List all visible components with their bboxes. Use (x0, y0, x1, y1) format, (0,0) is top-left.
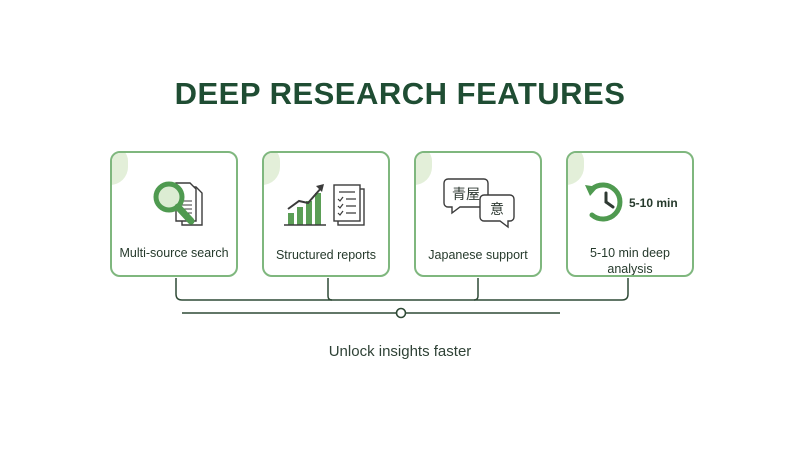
feature-label: Multi-source search (119, 246, 229, 260)
feature-label: 5-10 min deep analysis (590, 246, 670, 276)
feature-card-multi-source-search: Multi-source search (110, 151, 238, 277)
page-title: DEEP RESEARCH FEATURES (174, 76, 626, 111)
feature-card-structured-reports: Structured reports (262, 151, 390, 277)
duration-badge: 5-10 min (629, 196, 678, 210)
feature-label: Structured reports (275, 248, 377, 262)
chart-report-icon (284, 184, 365, 226)
feature-card-deep-analysis: 5-10 min 5-10 min deep analysis (566, 151, 694, 277)
bubble-glyphs-left: 青屋 (452, 187, 480, 203)
feature-card-japanese-support: 青屋 意 Japanese support (414, 151, 542, 277)
tagline: Unlock insights faster (328, 343, 472, 360)
feature-label: Japanese support (428, 248, 528, 262)
magnifier-documents-icon (153, 181, 203, 226)
clock-refresh-icon: 5-10 min (585, 182, 678, 222)
bubble-glyphs-right: 意 (490, 201, 504, 218)
connector-hub (395, 307, 407, 319)
japanese-speech-bubbles-icon: 青屋 意 (443, 178, 515, 229)
